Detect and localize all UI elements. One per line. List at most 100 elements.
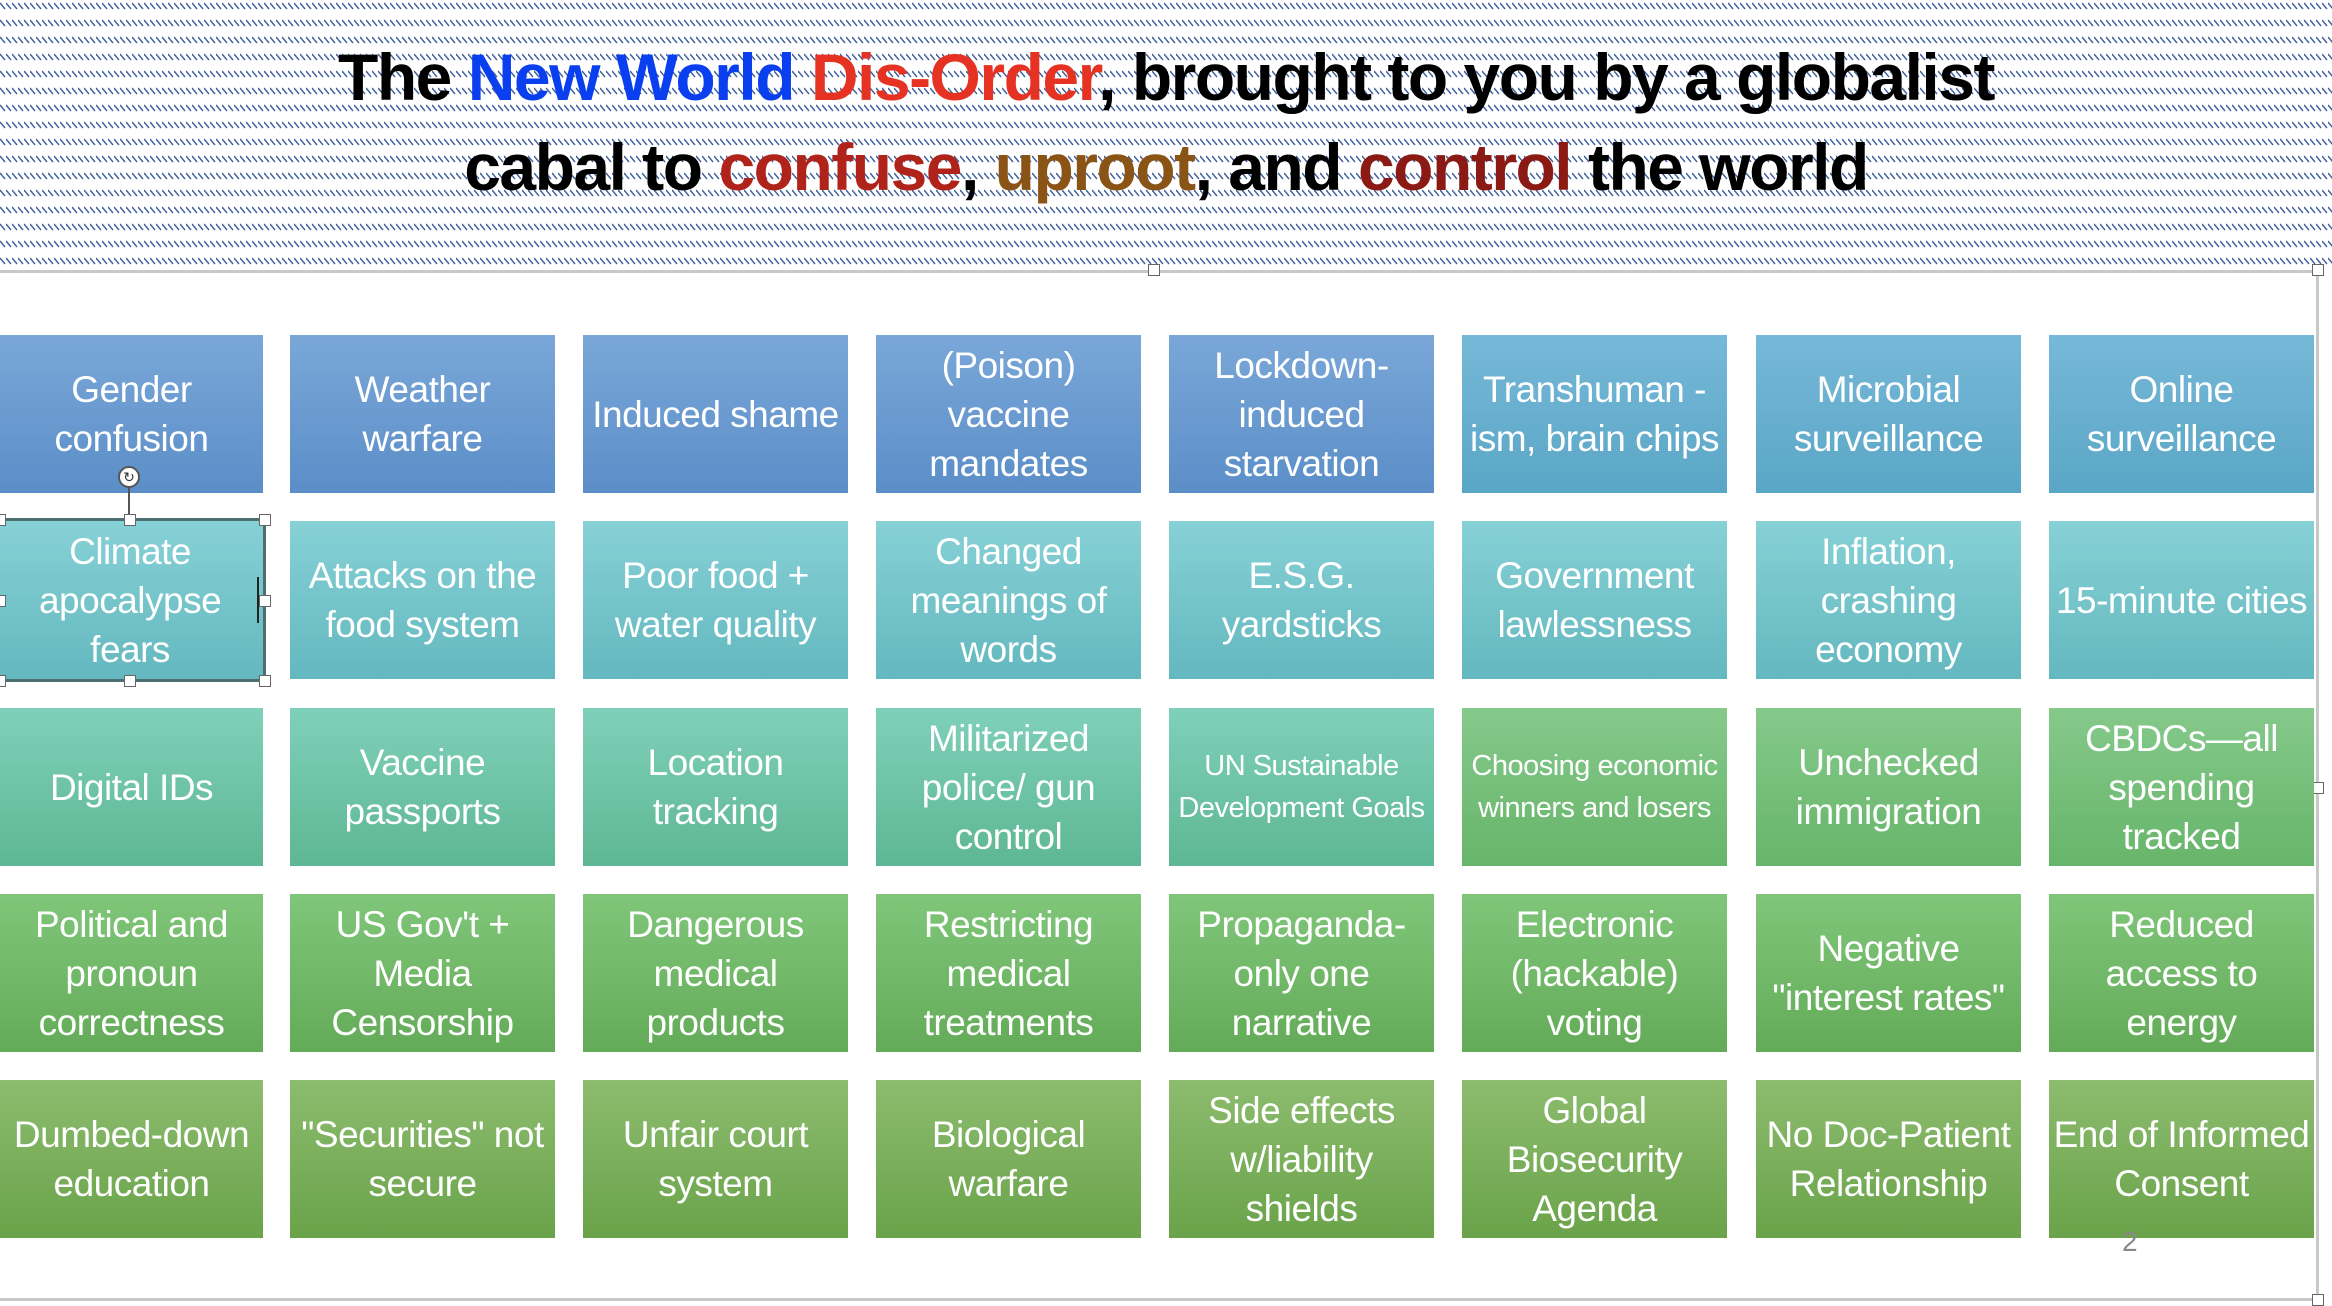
tile-label: Lockdown-induced starvation <box>1214 344 1389 484</box>
hatched-title-background <box>0 0 2332 266</box>
tile-label: Government lawlessness <box>1495 555 1694 645</box>
grid-tile[interactable]: UN Sustainable Development Goals <box>1169 708 1434 866</box>
slide-resize-handle-top[interactable] <box>1148 264 1160 276</box>
tile-label: Climate apocalypse fears <box>38 530 222 670</box>
tile-label: "Securities" not secure <box>301 1114 544 1204</box>
shape-handle-bottom-mid[interactable] <box>124 675 136 687</box>
shape-handle-mid-left[interactable] <box>0 595 6 607</box>
grid-tile[interactable]: Negative "interest rates" <box>1756 894 2021 1052</box>
grid-tile[interactable]: 15-minute cities <box>2049 521 2314 679</box>
title-run: uproot <box>994 130 1196 204</box>
grid-tile[interactable]: Transhuman -ism, brain chips <box>1462 335 1727 493</box>
title-line-1: The New World Dis-Order, brought to you … <box>0 32 2332 122</box>
tile-label: Attacks on the food system <box>308 555 537 645</box>
tile-label: Digital IDs <box>49 766 214 808</box>
grid-tile[interactable]: Weather warfare <box>290 335 555 493</box>
grid-tile[interactable]: Vaccine passports <box>290 708 555 866</box>
tile-label: Inflation, crashing economy <box>1815 530 1962 670</box>
grid-tile[interactable]: Restricting medical treatments <box>876 894 1141 1052</box>
grid-tile[interactable]: Attacks on the food system <box>290 521 555 679</box>
title-run: confuse <box>718 130 962 204</box>
tile-label: Transhuman -ism, brain chips <box>1469 369 1720 459</box>
tile-label: Propaganda-only one narrative <box>1197 903 1406 1043</box>
grid-tile[interactable]: Reduced access to energy <box>2049 894 2314 1052</box>
grid-tile[interactable]: Government lawlessness <box>1462 521 1727 679</box>
shape-handle-bottom-left[interactable] <box>0 675 6 687</box>
grid-tile[interactable]: Side effects w/liability shields <box>1169 1080 1434 1238</box>
grid-tile[interactable]: Poor food + water quality <box>583 521 848 679</box>
grid-tile[interactable]: Global Biosecurity Agenda <box>1462 1080 1727 1238</box>
grid-tile[interactable]: Microbial surveillance <box>1756 335 2021 493</box>
grid-tile[interactable]: Lockdown-induced starvation <box>1169 335 1434 493</box>
title-run: , brought to you by a globalist <box>1098 40 1995 114</box>
tile-label: Dangerous medical products <box>627 903 804 1043</box>
tile-label: Militarized police/ gun control <box>921 717 1096 857</box>
grid-tile[interactable]: No Doc-Patient Relationship <box>1756 1080 2021 1238</box>
title-run: cabal to <box>464 130 719 204</box>
tile-label: Induced shame <box>592 393 839 435</box>
shape-handle-top-mid[interactable] <box>124 514 136 526</box>
grid-tile[interactable]: Biological warfare <box>876 1080 1141 1238</box>
tile-label: No Doc-Patient Relationship <box>1766 1114 2011 1204</box>
shape-handle-mid-right[interactable] <box>259 595 271 607</box>
tile-label: Political and pronoun correctness <box>34 903 229 1043</box>
tile-label: 15-minute cities <box>2055 579 2308 621</box>
grid-tile[interactable]: "Securities" not secure <box>290 1080 555 1238</box>
slide-resize-handle-top-right[interactable] <box>2312 264 2324 276</box>
grid-tile[interactable]: Choosing economic winners and losers <box>1462 708 1727 866</box>
tile-label: Weather warfare <box>354 369 491 459</box>
grid-tile[interactable]: CBDCs—all spending tracked <box>2049 708 2314 866</box>
grid-tile[interactable]: Dangerous medical products <box>583 894 848 1052</box>
title-run: the world <box>1571 130 1869 204</box>
grid-tile[interactable]: Unchecked immigration <box>1756 708 2021 866</box>
shape-handle-top-left[interactable] <box>0 514 6 526</box>
shape-handle-bottom-right[interactable] <box>259 675 271 687</box>
grid-tile[interactable]: E.S.G. yardsticks <box>1169 521 1434 679</box>
tile-label: UN Sustainable Development Goals <box>1178 750 1425 824</box>
tile-label: Biological warfare <box>931 1114 1086 1204</box>
tile-label: Poor food + water quality <box>614 555 817 645</box>
grid-tile[interactable]: US Gov't + Media Censorship <box>290 894 555 1052</box>
grid-tile[interactable]: Militarized police/ gun control <box>876 708 1141 866</box>
grid-tile[interactable]: Online surveillance <box>2049 335 2314 493</box>
grid-tile[interactable]: Unfair court system <box>583 1080 848 1238</box>
tile-label: Vaccine passports <box>344 742 501 832</box>
title-run: The <box>338 40 468 114</box>
rotate-handle[interactable]: ↻ <box>118 466 140 488</box>
tile-label: Changed meanings of words <box>910 530 1107 670</box>
grid-tile[interactable]: Political and pronoun correctness <box>0 894 263 1052</box>
grid-tile[interactable]: Inflation, crashing economy <box>1756 521 2021 679</box>
slide-resize-handle-bottom-right[interactable] <box>2312 1294 2324 1306</box>
tile-label: Online surveillance <box>2086 369 2277 459</box>
title-run: , and <box>1194 130 1358 204</box>
tile-label: Location tracking <box>647 742 784 832</box>
grid-tile[interactable]: (Poison) vaccine mandates <box>876 335 1141 493</box>
tile-label: Negative "interest rates" <box>1772 928 2005 1018</box>
title-run: control <box>1357 130 1573 204</box>
grid-tile[interactable]: Dumbed-down education <box>0 1080 263 1238</box>
tile-label: Electronic (hackable) voting <box>1510 903 1679 1043</box>
tile-label: Unfair court system <box>622 1114 809 1204</box>
tile-label: End of Informed Consent <box>2053 1114 2310 1204</box>
text-cursor <box>257 577 259 623</box>
slide-page-number: 2 <box>2122 1226 2138 1257</box>
tile-label: Restricting medical treatments <box>923 903 1094 1043</box>
grid-tile[interactable]: Electronic (hackable) voting <box>1462 894 1727 1052</box>
grid-tile[interactable]: End of Informed Consent <box>2049 1080 2314 1238</box>
tile-label: CBDCs—all spending tracked <box>2085 717 2278 857</box>
shape-handle-top-right[interactable] <box>259 514 271 526</box>
grid-tile[interactable]: Induced shame <box>583 335 848 493</box>
tile-label: Dumbed-down education <box>13 1114 250 1204</box>
grid-tile[interactable]: Location tracking <box>583 708 848 866</box>
title-run: , <box>960 130 995 204</box>
grid-tile[interactable]: Digital IDs <box>0 708 263 866</box>
grid-tile[interactable]: Propaganda-only one narrative <box>1169 894 1434 1052</box>
tile-label: Choosing economic winners and losers <box>1471 750 1718 824</box>
title-line-2: cabal to confuse, uproot, and control th… <box>0 122 2332 212</box>
slide-title[interactable]: The New World Dis-Order, brought to you … <box>0 32 2332 212</box>
rotate-handle-stem <box>128 488 130 518</box>
title-run: Dis-Order <box>810 40 1100 114</box>
grid-tile[interactable]: Changed meanings of words <box>876 521 1141 679</box>
tile-label: Unchecked immigration <box>1795 742 1982 832</box>
grid-tile[interactable]: Climate apocalypse fears <box>0 518 266 682</box>
